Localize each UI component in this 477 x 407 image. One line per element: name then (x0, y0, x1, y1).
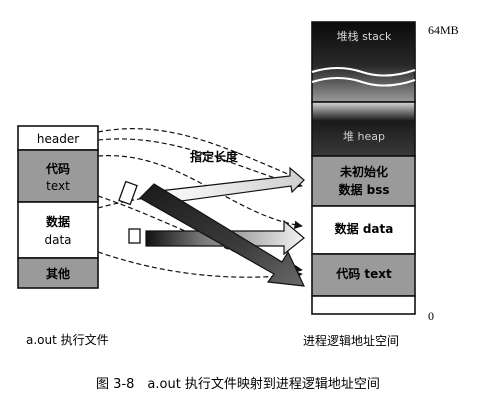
heap-label: 堆 heap (343, 130, 385, 143)
exec-text-segment (17, 149, 99, 203)
exec-other-segment (17, 257, 99, 289)
exec-other-label: 其他 (46, 266, 70, 281)
mapping-length-label: 指定长度 (190, 149, 239, 164)
exec-data-segment (17, 201, 99, 259)
bss-label-line2: 数据 bss (338, 182, 389, 197)
bss-region (311, 155, 416, 207)
low-region (311, 295, 416, 315)
data-region (311, 205, 416, 255)
mapping-arrows: 指定长度 (97, 128, 305, 287)
figure-caption: 图 3-8 a.out 执行文件映射到进程逻辑地址空间 (96, 376, 380, 392)
exec-header-label: header (37, 132, 79, 146)
bottom-address-label: 0 (428, 309, 434, 323)
heap-region (311, 101, 416, 157)
address-space: 堆栈 stack 堆 heap 未初始化 数据 bss 数据 data 代码 t… (303, 21, 459, 348)
stack-label: 堆栈 stack (337, 29, 392, 43)
text-label: 代码 text (335, 266, 392, 281)
exec-data-label-en: data (44, 233, 71, 247)
address-space-caption: 进程逻辑地址空间 (303, 333, 399, 348)
text-mapping-arrow (139, 183, 305, 287)
data-label: 数据 data (335, 221, 394, 236)
exec-file: header 代码 text 数据 data 其他 a.out 执行文件 (17, 125, 109, 347)
stack-region (311, 21, 416, 103)
data-block-marker (118, 180, 138, 206)
break-mark-bottom (311, 77, 416, 87)
top-address-label: 64MB (428, 23, 459, 37)
data-block-marker (128, 228, 141, 244)
exec-text-label-en: text (46, 179, 70, 193)
exec-text-label-zh: 代码 (45, 161, 70, 176)
text-region (311, 253, 416, 297)
exec-data-label-zh: 数据 (46, 214, 70, 229)
bss-label-line1: 未初始化 (339, 164, 388, 179)
exec-file-caption: a.out 执行文件 (26, 332, 109, 347)
break-mark-top (311, 67, 416, 77)
dashed-curve (97, 128, 303, 181)
